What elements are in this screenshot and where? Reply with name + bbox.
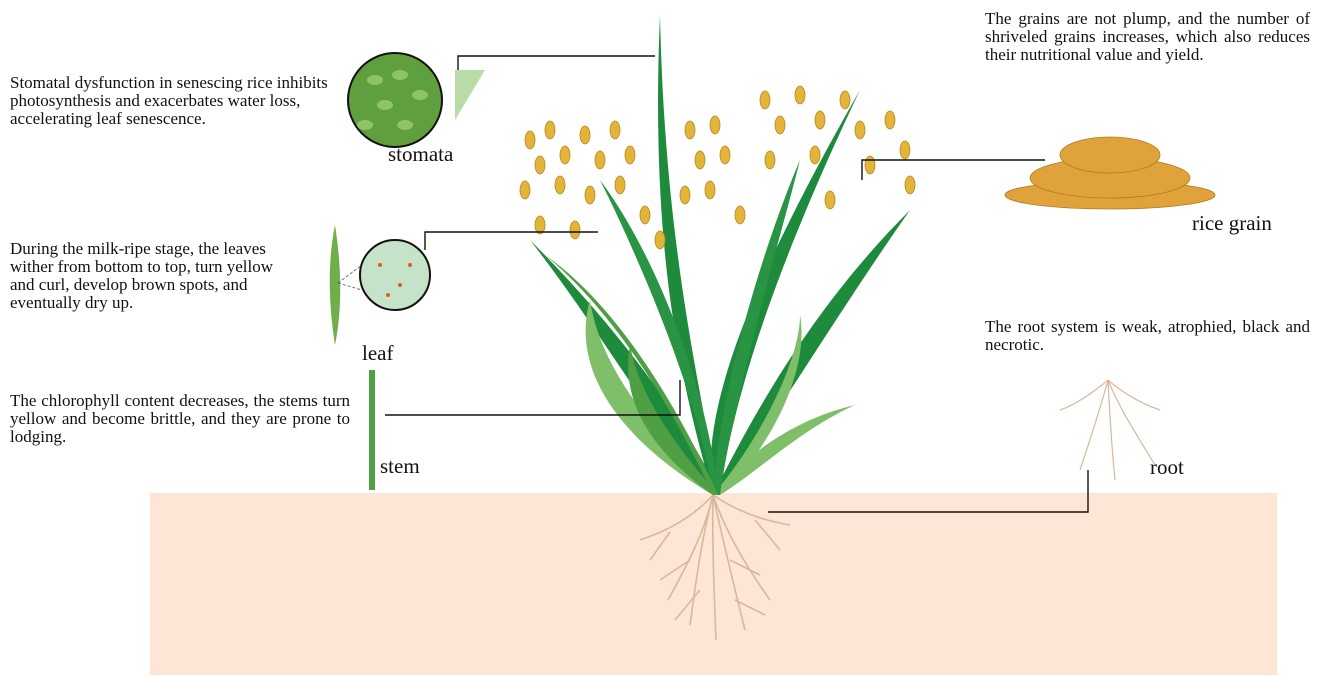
stomata-annotation: Stomatal dysfunction in senescing rice i…	[10, 74, 350, 128]
stomata-label: stomata	[388, 143, 453, 165]
stomata-magnifier	[348, 53, 485, 147]
stem-label: stem	[380, 455, 420, 477]
leaf-magnifier	[330, 225, 430, 345]
root-annotation: The root system is weak, atrophied, blac…	[985, 318, 1310, 354]
rice-grain-pile	[1005, 137, 1215, 209]
callout-lines	[385, 56, 1088, 512]
grain-annotation: The grains are not plump, and the number…	[985, 10, 1310, 64]
rice-plant	[530, 15, 910, 495]
stem-sample	[369, 370, 375, 490]
root-label: root	[1150, 456, 1184, 478]
root-sample	[1060, 380, 1160, 480]
leaf-label: leaf	[362, 342, 393, 364]
leaf-annotation: During the milk-ripe stage, the leaves w…	[10, 240, 280, 312]
rice-panicles	[520, 86, 915, 249]
rice-grain-label: rice grain	[1192, 212, 1272, 234]
stem-annotation: The chlorophyll content decreases, the s…	[10, 392, 350, 446]
